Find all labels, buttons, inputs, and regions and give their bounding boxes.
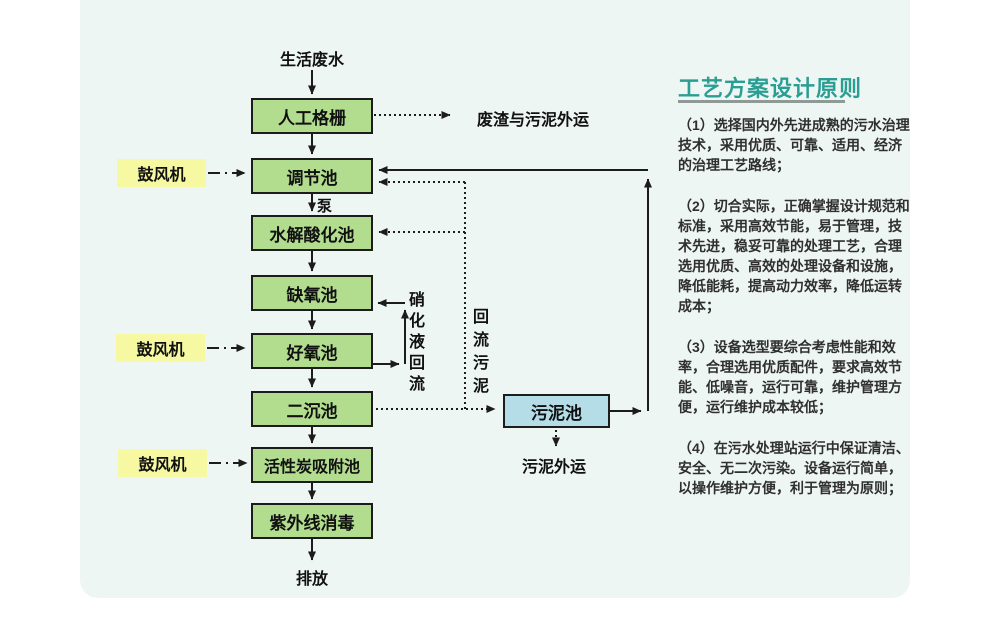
box-anoxic-tank: 缺氧池 xyxy=(251,275,373,311)
blower-box-1: 鼓风机 xyxy=(117,159,206,187)
diagram-panel xyxy=(80,0,910,598)
label-influent: 生活废水 xyxy=(279,52,344,69)
label-return-sludge: 回流污泥 xyxy=(472,309,489,395)
principles-body: （1）选择国内外先进成熟的污水治理技术，采用优质、可靠、适用、经济的治理工艺路线… xyxy=(678,115,911,519)
principle-item-4: （4）在污水处理站运行中保证清洁、安全、无二次污染。设备运行简单，以操作维护方便… xyxy=(678,440,910,496)
box-secondary-sedimentation-tank: 二沉池 xyxy=(251,391,373,427)
box-regulating-tank: 调节池 xyxy=(251,158,373,194)
principles-title: 工艺方案设计原则 xyxy=(678,76,863,101)
principle-item-2: （2）切合实际，正确掌握设计规范和标准，采用高效节能，易于管理，技术先进，稳妥可… xyxy=(678,198,910,314)
blower-box-2: 鼓风机 xyxy=(116,334,205,362)
principles-title-underline xyxy=(678,100,845,103)
label-nitrified-liquor-return: 硝化液回流 xyxy=(408,292,425,393)
principle-item-3: （3）设备选型要综合考虑性能和效率，合理选用优质配件，要求高效节能、低噪音，运行… xyxy=(678,339,902,415)
box-uv-disinfection: 紫外线消毒 xyxy=(251,503,373,539)
box-sludge-tank: 污泥池 xyxy=(503,394,610,428)
label-pump: 泵 xyxy=(317,198,333,215)
box-hydrolysis-acidification-tank: 水解酸化池 xyxy=(251,215,373,251)
blower-box-3: 鼓风机 xyxy=(118,449,207,477)
box-aerobic-tank: 好氧池 xyxy=(251,333,373,369)
label-sludge-out: 污泥外运 xyxy=(522,459,587,476)
label-waste-out: 废渣与污泥外运 xyxy=(477,112,590,129)
label-discharge: 排放 xyxy=(295,571,328,588)
principle-item-1: （1）选择国内外先进成熟的污水治理技术，采用优质、可靠、适用、经济的治理工艺路线… xyxy=(678,117,910,173)
box-activated-carbon-tank: 活性炭吸附池 xyxy=(251,447,373,483)
box-manual-screen: 人工格栅 xyxy=(251,98,373,134)
